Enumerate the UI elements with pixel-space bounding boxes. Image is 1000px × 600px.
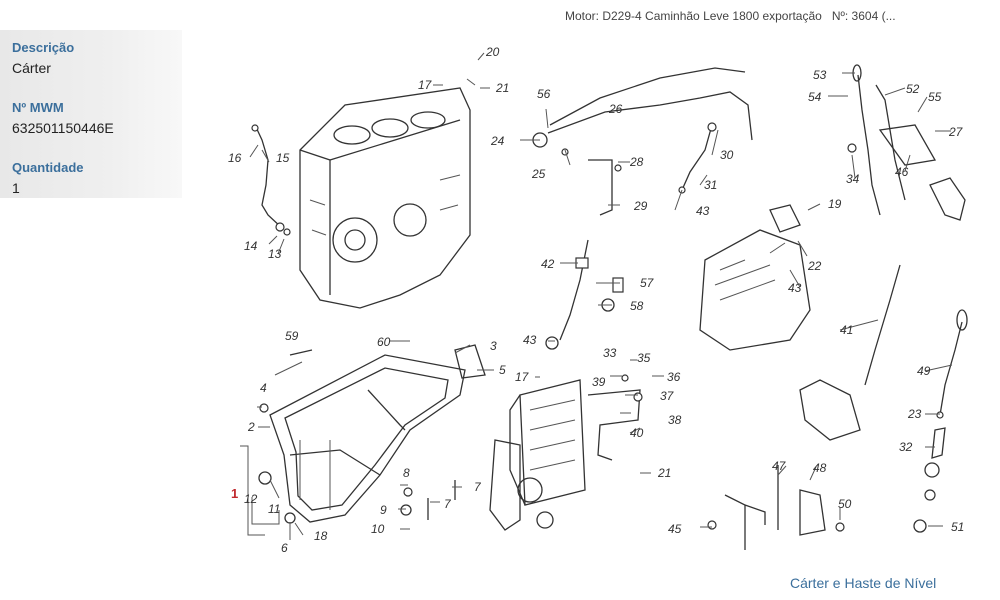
engine-header: Motor: D229-4 Caminhão Leve 1800 exporta…	[565, 9, 896, 23]
callout-53: 53	[813, 68, 827, 82]
callout-42: 42	[541, 257, 555, 271]
callout-22: 22	[807, 259, 822, 273]
callout-numbers: 1 2 3 4 5 6 7 7 8 9 10 11 12 13 14 15 16…	[228, 45, 964, 555]
callout-54: 54	[808, 90, 822, 104]
callout-16: 16	[228, 151, 242, 165]
description-label: Descrição	[12, 40, 75, 55]
callout-47: 47	[772, 459, 787, 473]
callout-17b: 17	[515, 370, 530, 384]
callout-13: 13	[268, 247, 282, 261]
callout-56: 56	[537, 87, 551, 101]
callout-20: 20	[485, 45, 500, 59]
callout-19: 19	[828, 197, 842, 211]
oil-pan-drawing	[269, 354, 466, 523]
callout-60: 60	[377, 335, 391, 349]
callout-57: 57	[640, 276, 655, 290]
callout-15: 15	[276, 151, 290, 165]
callout-21: 21	[495, 81, 509, 95]
callout-3: 3	[490, 339, 497, 353]
callout-27: 27	[948, 125, 964, 139]
dipstick-42-drawing	[545, 239, 624, 350]
callout-5: 5	[499, 363, 506, 377]
callout-48: 48	[813, 461, 827, 475]
dipstick-41-drawing	[799, 264, 901, 441]
oil-filter-drawing	[489, 379, 586, 531]
quantity-label: Quantidade	[12, 160, 84, 175]
callout-50: 50	[838, 497, 852, 511]
callout-11: 11	[268, 502, 280, 516]
callout-34: 34	[846, 172, 860, 186]
callout-25: 25	[531, 167, 546, 181]
callout-7b: 7	[444, 497, 452, 511]
callout-41: 41	[840, 323, 853, 337]
mwm-number-value: 632501150446E	[12, 120, 114, 136]
callout-31: 31	[704, 178, 717, 192]
callout-51: 51	[951, 520, 964, 534]
dipstick-tube-drawing	[532, 67, 753, 156]
callout-52: 52	[906, 82, 920, 96]
callout-17: 17	[418, 78, 433, 92]
callout-39: 39	[592, 375, 606, 389]
tube-bracket-drawing	[588, 159, 622, 216]
dipstick-52-drawing	[847, 64, 966, 221]
callout-49: 49	[917, 364, 931, 378]
part-info-panel: Descrição Cárter Nº MWM 632501150446E Qu…	[0, 30, 182, 198]
lower-bracket-drawing	[707, 465, 845, 550]
description-value: Cárter	[12, 60, 51, 76]
oil-pipe-drawing	[251, 124, 291, 236]
engine-side-drawing	[699, 204, 811, 351]
callout-43: 43	[523, 333, 537, 347]
callout-24: 24	[490, 134, 505, 148]
callout-35: 35	[637, 351, 651, 365]
callout-46: 46	[895, 165, 909, 179]
callout-14: 14	[244, 239, 258, 253]
callout-59: 59	[285, 329, 299, 343]
callout-10: 10	[371, 522, 385, 536]
callout-45: 45	[668, 522, 682, 536]
callout-12: 12	[244, 492, 258, 506]
callout-6: 6	[281, 541, 288, 555]
callout-21b: 21	[657, 466, 671, 480]
callout-55: 55	[928, 90, 942, 104]
callout-40: 40	[630, 426, 644, 440]
rod-30-drawing	[678, 122, 717, 194]
callout-23: 23	[907, 407, 922, 421]
callout-33: 33	[603, 346, 617, 360]
callout-43c: 43	[788, 281, 802, 295]
callout-30: 30	[720, 148, 734, 162]
part-number-text: Nº: 3604 (...	[831, 9, 896, 23]
callout-29: 29	[633, 199, 648, 213]
engine-text: Motor: D229-4 Caminhão Leve 1800 exporta…	[565, 9, 822, 23]
callout-37: 37	[660, 389, 675, 403]
callout-18: 18	[314, 529, 328, 543]
mwm-number-label: Nº MWM	[12, 100, 64, 115]
callout-26: 26	[608, 102, 623, 116]
bracket-drawing	[587, 374, 643, 461]
callout-1: 1	[231, 486, 238, 501]
callout-28: 28	[629, 155, 644, 169]
quantity-value: 1	[12, 180, 20, 196]
callout-9: 9	[380, 503, 387, 517]
dipstick-49-drawing	[913, 309, 968, 533]
callout-4: 4	[260, 381, 267, 395]
callout-43b: 43	[696, 204, 710, 218]
callout-7: 7	[474, 480, 482, 494]
diagram-caption[interactable]: Cárter e Haste de Nível	[790, 575, 937, 591]
callout-8: 8	[403, 466, 410, 480]
callout-58: 58	[630, 299, 644, 313]
callout-32: 32	[899, 440, 913, 454]
engine-block-drawing	[299, 87, 471, 309]
drain-plug-drawing	[258, 344, 486, 524]
callout-36: 36	[667, 370, 681, 384]
leader-lines	[249, 52, 953, 540]
callout-38: 38	[668, 413, 682, 427]
callout-2: 2	[247, 420, 255, 434]
